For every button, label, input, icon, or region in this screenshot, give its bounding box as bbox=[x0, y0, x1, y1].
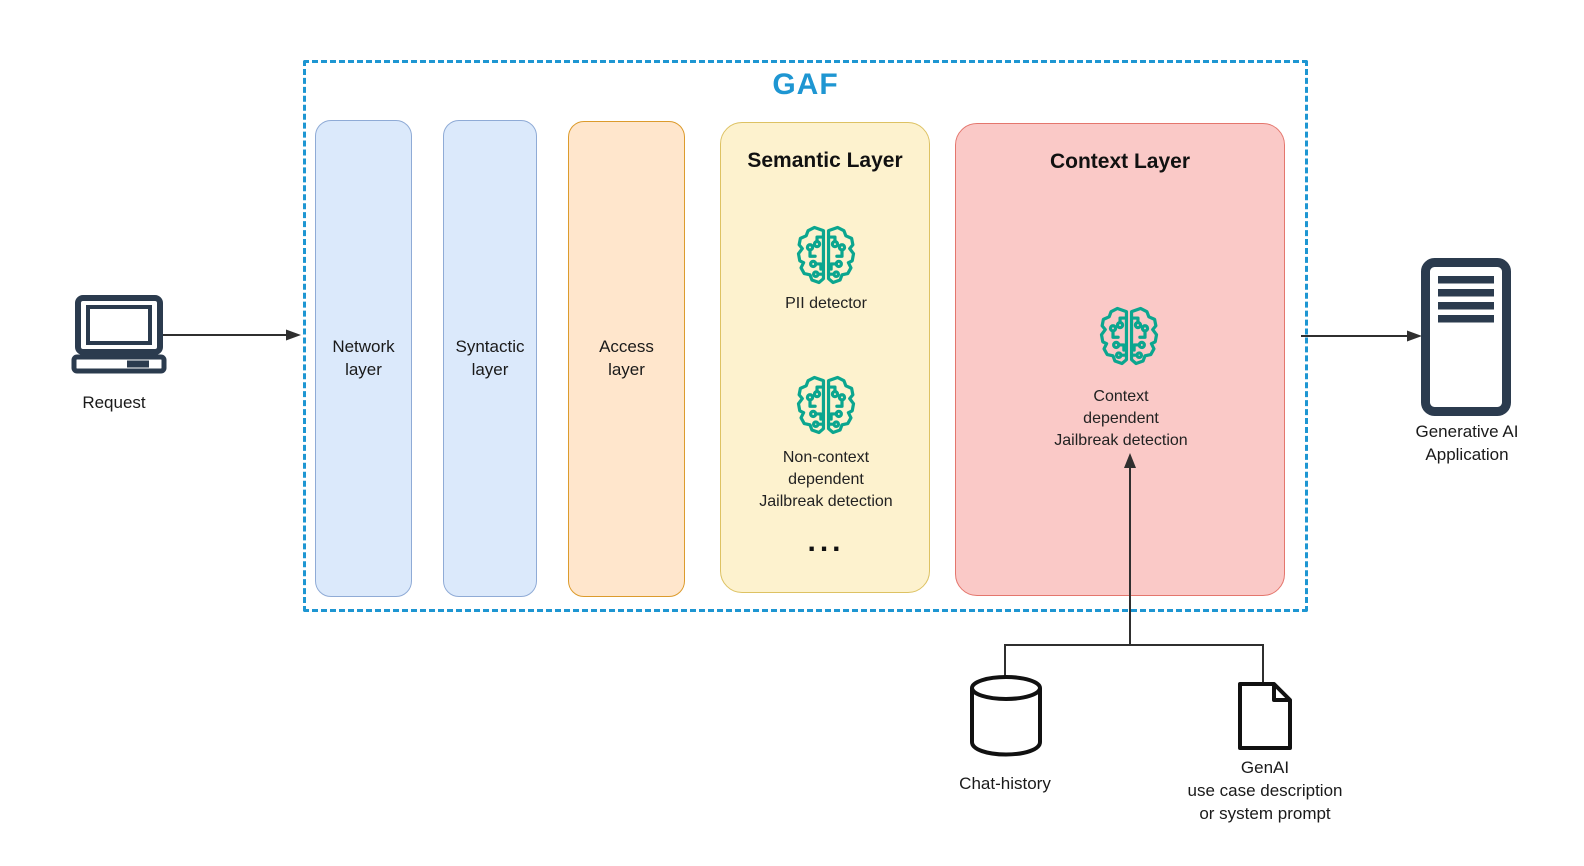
semantic-layer: Semantic Layer PII detector Non-context … bbox=[720, 122, 930, 593]
access-layer: Access layer bbox=[568, 121, 685, 597]
ai-brain-icon bbox=[794, 373, 858, 437]
network-layer: Network layer bbox=[315, 120, 412, 597]
syntactic-layer: Syntactic layer bbox=[443, 120, 537, 597]
noncontext-jailbreak-label: Non-context dependent Jailbreak detectio… bbox=[759, 449, 893, 510]
request-arrow bbox=[163, 329, 301, 341]
pii-detector-label: PII detector bbox=[785, 295, 867, 312]
context-jailbreak-label: Context dependent Jailbreak detection bbox=[1054, 388, 1188, 449]
server-icon bbox=[1421, 258, 1511, 416]
chat-history-node bbox=[968, 674, 1044, 760]
context-layer: Context Layer Context dependent Jailbrea… bbox=[955, 123, 1285, 596]
request-label: Request bbox=[82, 393, 146, 412]
access-layer-label: Access layer bbox=[599, 337, 654, 379]
genai-doc-node bbox=[1237, 681, 1293, 751]
genai-app-label: Generative AI Application bbox=[1415, 422, 1519, 464]
chat-history-label: Chat-history bbox=[959, 774, 1051, 793]
gaf-title: GAF bbox=[772, 68, 839, 101]
semantic-layer-title: Semantic Layer bbox=[747, 149, 903, 172]
ai-brain-icon bbox=[1097, 304, 1161, 368]
genai-app-node bbox=[1420, 257, 1512, 417]
ai-brain-icon bbox=[794, 223, 858, 287]
computer-icon bbox=[71, 295, 167, 374]
database-cylinder-icon bbox=[970, 675, 1042, 757]
network-layer-label: Network layer bbox=[332, 336, 395, 379]
syntactic-layer-label: Syntactic layer bbox=[455, 336, 525, 379]
more-detectors-ellipsis: ... bbox=[807, 525, 845, 558]
request-node bbox=[71, 294, 167, 374]
genai-doc-label: GenAI use case description or system pro… bbox=[1187, 758, 1343, 823]
document-icon bbox=[1238, 682, 1292, 750]
output-arrow bbox=[1301, 330, 1422, 342]
context-layer-title: Context Layer bbox=[1049, 150, 1191, 173]
context-input-connector bbox=[1004, 453, 1264, 683]
